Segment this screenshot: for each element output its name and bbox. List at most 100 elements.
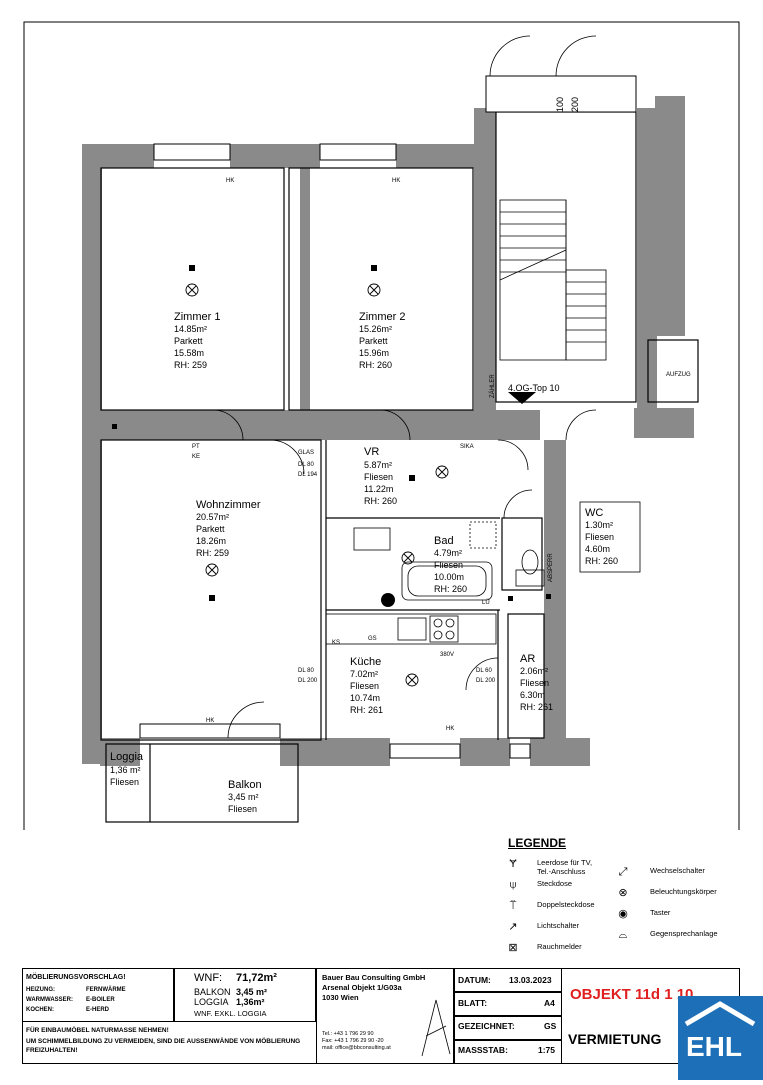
button-icon: ◉ <box>618 908 628 920</box>
signature <box>421 999 451 1057</box>
tb-objekt: OBJEKT 11d 1 10 <box>570 986 694 1003</box>
room-vr-floor: Fliesen <box>364 472 393 482</box>
room-wohnzimmer-perim: 18.26m <box>196 536 226 546</box>
label-dl200-ar: DL 200 <box>476 678 496 684</box>
tb-blatt-cell <box>454 992 562 1016</box>
tb-heizung-v: FERNWÄRME <box>86 987 126 993</box>
room-bad-floor: Fliesen <box>434 560 463 570</box>
label-aufzug: AUFZUG <box>666 372 691 378</box>
room-wc-floor: Fliesen <box>585 532 614 542</box>
tb-loggia-v: 1,36m² <box>236 997 265 1007</box>
label-zaehler: ZÄHLER <box>489 374 496 398</box>
legend-label: Leerdose für TV, Tel.-Anschluss <box>537 858 593 876</box>
room-ar-area: 2.06m² <box>520 666 548 676</box>
room-bad-area: 4.79m² <box>434 548 462 558</box>
label-lue: LÜ <box>482 599 490 606</box>
room-ar-rh: RH: 261 <box>520 702 553 712</box>
label-380v: 380V <box>440 652 454 658</box>
room-zimmer1-area: 14.85m² <box>174 324 207 334</box>
room-zimmer1-name: Zimmer 1 <box>174 311 220 323</box>
room-zimmer2-perim: 15.96m <box>359 348 389 358</box>
tb-vermietung: VERMIETUNG <box>568 1031 662 1047</box>
legend-label: Doppelsteckdose <box>537 900 595 909</box>
tb-note2: UM SCHIMMELBILDUNG ZU VERMEIDEN, SIND DI… <box>26 1038 301 1054</box>
tb-company: Bauer Bau Consulting GmbH <box>322 973 426 982</box>
label-ke: KE <box>192 454 200 460</box>
tb-blatt-k: BLATT: <box>458 998 488 1008</box>
socket-icon: ⍦ <box>509 879 517 891</box>
intercom-icon: ⌓ <box>618 929 628 941</box>
ehl-house-icon <box>684 1001 756 1027</box>
legend-label: Steckdose <box>537 879 573 888</box>
staircase <box>499 199 607 361</box>
tb-wnf-note: WNF. EXKL. LOGGIA <box>194 1009 267 1018</box>
label-dl60-ar: DL 60 <box>476 668 492 674</box>
room-vr-area: 5.87m² <box>364 460 392 470</box>
tb-info-cell <box>22 968 174 1022</box>
room-kueche-name: Küche <box>350 656 381 668</box>
ehl-logo-text: EHL <box>686 1031 742 1062</box>
tb-kochen-k: KOCHEN: <box>26 1007 54 1013</box>
label-top: 4.OG-Top 10 <box>508 383 560 393</box>
room-wohnzimmer-area: 20.57m² <box>196 512 229 522</box>
room-ar-perim: 6.30m <box>520 690 545 700</box>
tb-city: 1030 Wien <box>322 993 359 1002</box>
tv-socket-icon: Ɏ <box>509 858 517 870</box>
room-bad-name: Bad <box>434 535 454 547</box>
label-glas: GLAS <box>298 450 314 456</box>
tb-blatt-v: A4 <box>544 998 555 1008</box>
label-dl80-glas: DL 80 <box>298 462 314 468</box>
tb-balkon-v: 3,45 m² <box>236 987 268 997</box>
ehl-logo: EHL <box>678 996 763 1080</box>
tb-mass-cell <box>454 1040 562 1064</box>
room-wc-perim: 4.60m <box>585 544 610 554</box>
label-ks: KS <box>332 640 340 646</box>
room-kueche-perim: 10.74m <box>350 693 380 703</box>
legend-label: Taster <box>650 908 671 917</box>
room-wc-area: 1.30m² <box>585 520 613 530</box>
room-vr-rh: RH: 260 <box>364 496 397 506</box>
room-wohnzimmer-floor: Parkett <box>196 524 225 534</box>
label-stair-200: 200 <box>570 97 580 112</box>
room-zimmer2-name: Zimmer 2 <box>359 311 405 323</box>
room-balkon-name: Balkon <box>228 779 262 791</box>
label-pt: PT <box>192 444 200 450</box>
label-stair-100: 100 <box>555 97 565 112</box>
room-zimmer2-floor: Parkett <box>359 336 388 346</box>
room-wohnzimmer-rh: RH: 259 <box>196 548 229 558</box>
tb-wnf-k: WNF: <box>194 972 223 984</box>
legend-label: Wechselschalter <box>650 866 705 875</box>
label-absperr: ABSPERR <box>548 553 554 582</box>
tb-wnf-cell <box>174 968 316 1022</box>
tb-datum-k: DATUM: <box>458 975 491 985</box>
tb-datum-cell <box>454 968 562 992</box>
tb-wnf-v: 71,72m² <box>236 972 277 984</box>
tb-ww-v: E-BOILER <box>86 997 115 1003</box>
room-zimmer1-perim: 15.58m <box>174 348 204 358</box>
label-hk-4: HK <box>446 726 454 732</box>
room-zimmer2-rh: RH: 260 <box>359 360 392 370</box>
floor-plan: Zimmer 1 14.85m² Parkett 15.58m RH: 259 … <box>23 21 740 830</box>
label-sika: SIKA <box>460 444 474 450</box>
room-loggia-floor: Fliesen <box>110 777 139 787</box>
label-hk-1: HK <box>226 178 234 184</box>
label-dl194-glas: DL 194 <box>298 472 318 478</box>
tb-project: Arsenal Objekt 1/G03a <box>322 983 402 992</box>
legend-label: Beleuchtungskörper <box>650 887 717 896</box>
room-vr-perim: 11.22m <box>364 484 393 494</box>
light-fixture-icon: ⊗ <box>618 887 628 899</box>
room-wc-name: WC <box>585 507 603 519</box>
room-kueche-floor: Fliesen <box>350 681 379 691</box>
tb-tel: Tel.: +43 1 796 29 90 <box>322 1031 374 1037</box>
tb-gez-k: GEZEICHNET: <box>458 1021 515 1031</box>
label-dl80-kueche: DL 80 <box>298 668 314 674</box>
room-zimmer1-rh: RH: 259 <box>174 360 207 370</box>
legend-title: LEGENDE <box>508 836 567 850</box>
tb-fax: Fax: +43 1 796 29 90 -20 <box>322 1038 384 1044</box>
tb-note1: FÜR EINBAUMÖBEL NATURMASSE NEHMEN! <box>26 1027 169 1034</box>
room-balkon-floor: Fliesen <box>228 804 257 814</box>
label-gs: GS <box>368 636 377 642</box>
room-balkon-area: 3,45 m² <box>228 792 259 802</box>
label-hk-3: HK <box>206 718 214 724</box>
tb-ww-k: WARMWASSER: <box>26 997 73 1003</box>
